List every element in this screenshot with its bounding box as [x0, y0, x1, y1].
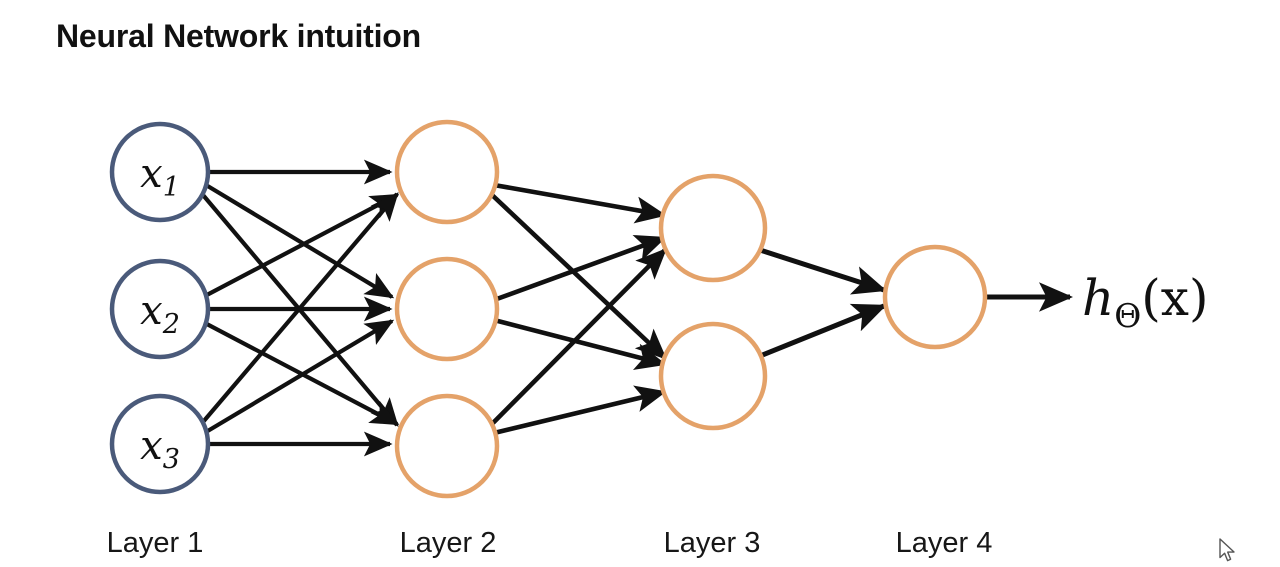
edge-x2-a21 — [202, 193, 400, 299]
edges-layer2-to-layer3 — [489, 182, 668, 436]
node-a22[interactable] — [394, 256, 500, 362]
layer-4-nodes — [882, 244, 988, 350]
node-x3[interactable] — [109, 393, 211, 495]
edges-layer1-to-layer2 — [201, 159, 400, 457]
output-expression: hΘ(x) — [1082, 269, 1208, 335]
edge-a21-a32 — [489, 192, 668, 360]
edge-x3-a22 — [204, 319, 395, 434]
node-x2-label: x2 — [140, 288, 180, 340]
node-a23[interactable] — [394, 393, 500, 499]
edge-a22-a32 — [493, 317, 667, 370]
node-x1-label: x1 — [140, 151, 180, 203]
edge-a21-a31 — [493, 182, 667, 224]
node-a31[interactable] — [658, 173, 768, 283]
edge-x2-a23 — [202, 320, 400, 426]
layer-3-caption: Layer 3 — [663, 527, 761, 559]
page-title: Neural Network intuition — [56, 18, 421, 54]
edge-a31-a41 — [759, 247, 887, 295]
node-x3-label: x3 — [140, 423, 180, 475]
edge-a23-a32 — [493, 385, 667, 436]
node-a41[interactable] — [882, 244, 988, 350]
edge-x1-a22 — [204, 183, 395, 299]
layer-3-nodes — [658, 173, 768, 431]
layer-1-caption: Layer 1 — [106, 527, 204, 559]
edge-x3-a21 — [201, 192, 399, 424]
node-x2[interactable] — [109, 258, 211, 360]
layer-4-caption: Layer 4 — [895, 527, 993, 559]
edge-a32-a41 — [759, 303, 887, 359]
edge-a23-a31 — [489, 248, 667, 427]
node-a32[interactable] — [658, 321, 768, 431]
node-x1[interactable] — [109, 121, 211, 223]
layer-2-caption: Layer 2 — [399, 527, 497, 559]
node-a21[interactable] — [394, 119, 500, 225]
layer-1-nodes: x1 x2 x3 — [109, 121, 211, 495]
edges-layer3-to-layer4 — [759, 247, 887, 359]
layer-2-nodes — [394, 119, 500, 499]
edge-a22-a31 — [493, 235, 667, 303]
